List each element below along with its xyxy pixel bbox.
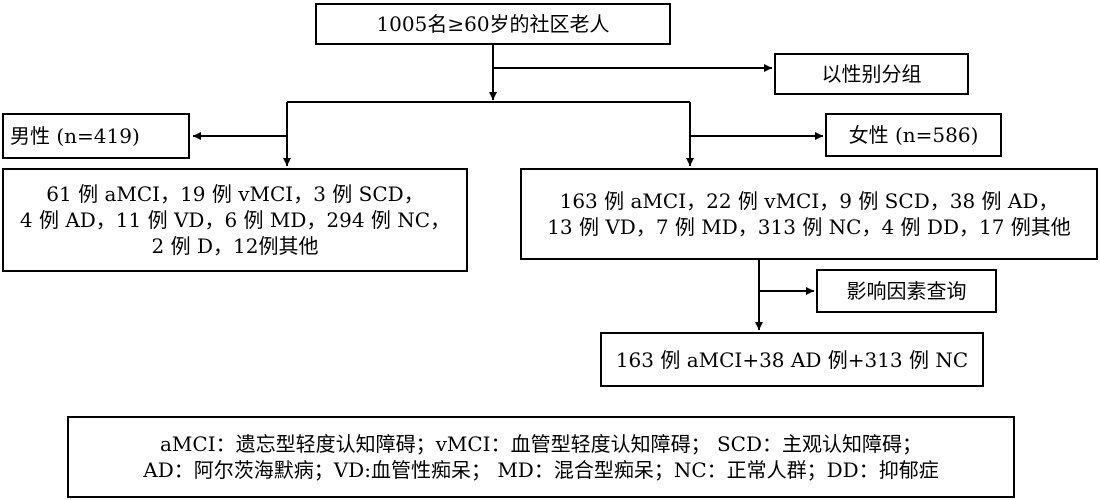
male-detail-line: 4 例 AD，11 例 VD，6 例 MD，294 例 NC， [19, 208, 451, 232]
female-detail-line: 163 例 aMCI，22 例 vMCI，9 例 SCD，38 例 AD， [559, 189, 1059, 213]
final-sample-box: 163 例 aMCI+38 AD 例+313 例 NC [600, 332, 984, 387]
male-title: 男性 (n=419) [10, 124, 140, 148]
factor-query-box: 影响因素查询 [816, 269, 997, 313]
group-by-sex-text: 以性别分组 [821, 62, 922, 86]
legend-line: aMCI：遗忘型轻度认知障碍；vMCI：血管型轻度认知障碍； SCD：主观认知障… [160, 432, 922, 456]
male-box: 男性 (n=419) [2, 113, 190, 159]
female-details-box: 163 例 aMCI，22 例 vMCI，9 例 SCD，38 例 AD， 13… [520, 168, 1098, 260]
population-box: 1005名≥60岁的社区老人 [315, 3, 671, 45]
male-detail-line: 2 例 D，12例其他 [151, 234, 319, 258]
female-box: 女性 (n=586) [825, 113, 1002, 157]
male-detail-line: 61 例 aMCI，19 例 vMCI，3 例 SCD， [46, 182, 424, 206]
abbreviation-legend-box: aMCI：遗忘型轻度认知障碍；vMCI：血管型轻度认知障碍； SCD：主观认知障… [67, 416, 1015, 498]
female-detail-line: 13 例 VD，7 例 MD，313 例 NC，4 例 DD，17 例其他 [547, 215, 1071, 239]
group-by-sex-box: 以性别分组 [774, 53, 969, 95]
male-details-box: 61 例 aMCI，19 例 vMCI，3 例 SCD， 4 例 AD，11 例… [2, 168, 468, 272]
factor-query-text: 影响因素查询 [846, 279, 967, 303]
female-title: 女性 (n=586) [848, 123, 979, 147]
legend-line: AD：阿尔茨海默病；VD:血管性痴呆； MD：混合型痴呆；NC：正常人群；DD：… [143, 458, 939, 482]
population-text: 1005名≥60岁的社区老人 [376, 12, 610, 36]
final-sample-text: 163 例 aMCI+38 AD 例+313 例 NC [615, 347, 969, 372]
